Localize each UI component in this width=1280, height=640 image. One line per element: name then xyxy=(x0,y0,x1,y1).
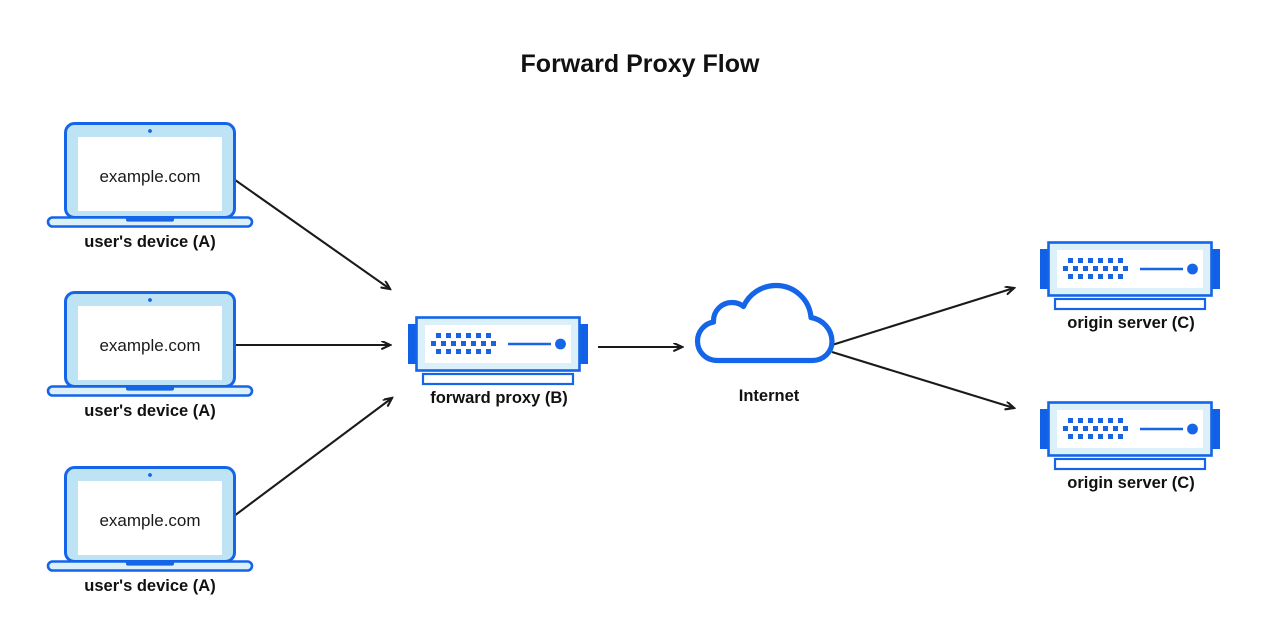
node-label-forward-proxy: forward proxy (B) xyxy=(430,389,568,407)
node-label-device-a-3: user's device (A) xyxy=(84,577,215,595)
server-icon xyxy=(1038,241,1222,311)
node-label-device-a-1: user's device (A) xyxy=(84,233,215,251)
node-label-device-a-2: user's device (A) xyxy=(84,402,215,420)
node-internet-cloud[interactable]: Internet xyxy=(694,282,835,406)
server-icon xyxy=(406,316,590,386)
edge-device1-to-proxy xyxy=(227,174,390,289)
node-label-internet: Internet xyxy=(739,387,800,405)
node-device-a-3[interactable]: example.com user's device (A) xyxy=(46,466,254,596)
laptop-screen-text: example.com xyxy=(99,511,200,530)
laptop-screen-text: example.com xyxy=(99,336,200,355)
node-forward-proxy-b[interactable]: forward proxy (B) xyxy=(406,316,590,408)
node-origin-server-c-2[interactable]: origin server (C) xyxy=(1038,401,1222,493)
node-device-a-2[interactable]: example.com user's device (A) xyxy=(46,291,254,421)
node-device-a-1[interactable]: example.com user's device (A) xyxy=(46,122,254,252)
laptop-screen-text: example.com xyxy=(99,167,200,186)
edges-layer xyxy=(217,174,1014,529)
edge-internet-to-origin2 xyxy=(831,350,1014,408)
edge-device3-to-proxy xyxy=(217,398,392,529)
node-label-origin-server-1: origin server (C) xyxy=(1067,314,1194,332)
server-icon xyxy=(1038,401,1222,471)
page-title: Forward Proxy Flow xyxy=(521,50,760,78)
node-origin-server-c-1[interactable]: origin server (C) xyxy=(1038,241,1222,333)
cloud-icon xyxy=(694,282,835,364)
edge-internet-to-origin1 xyxy=(831,288,1014,347)
node-label-origin-server-2: origin server (C) xyxy=(1067,474,1194,492)
